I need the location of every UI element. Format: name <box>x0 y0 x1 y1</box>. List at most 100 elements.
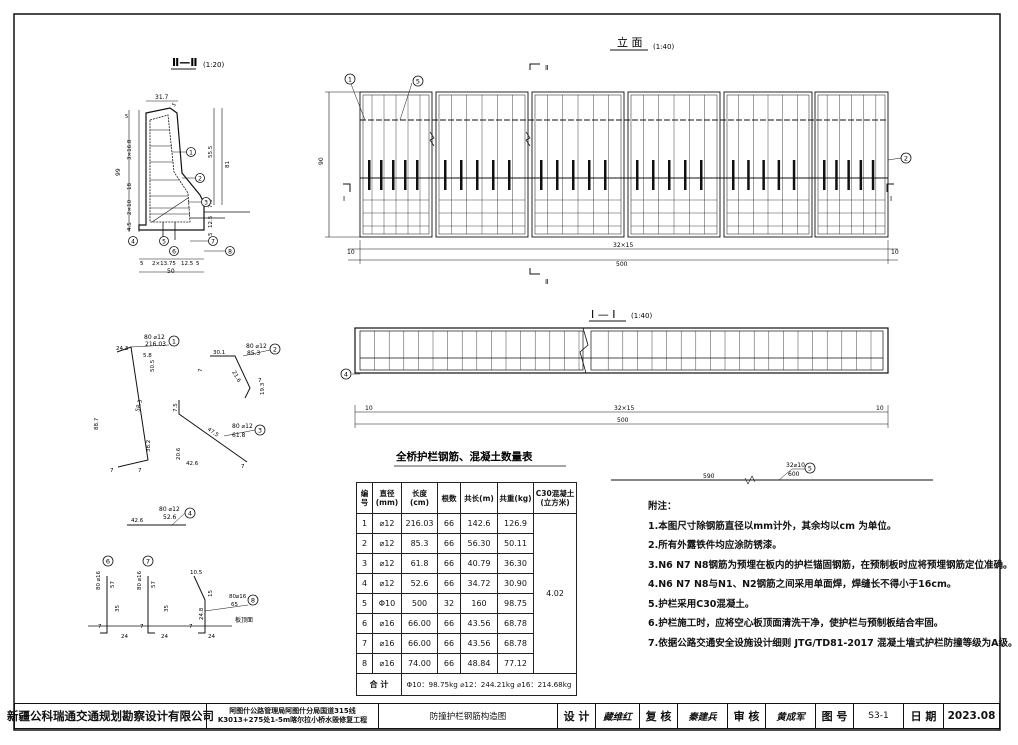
review-signature: 秦建兵 <box>678 704 728 728</box>
barrier-section-outline <box>138 107 205 231</box>
callout-8: 8 <box>204 246 235 256</box>
svg-text:7: 7 <box>110 468 114 474</box>
svg-text:24.8: 24.8 <box>199 607 205 620</box>
section-2-view: Ⅱ—Ⅱ (1:20) 99 3×16.8 18 2×10 4.5 55.5 81… <box>115 56 250 275</box>
svg-text:7: 7 <box>189 624 193 630</box>
concrete-volume: 4.02 <box>533 513 577 674</box>
callout-5: 5 <box>159 236 169 246</box>
number-label: 图 号 <box>816 704 854 728</box>
svg-text:216.03: 216.03 <box>145 341 166 348</box>
bar-details: 1 80 ⌀12 216.03 24.3 5.8 50.5 58.3 88.7 … <box>88 334 933 640</box>
svg-text:32⌀10: 32⌀10 <box>786 462 805 469</box>
table-header-row: 编号 直径(mm) 长度(cm) 根数 共长(m) 共重(kg) C30混凝土(… <box>356 482 577 514</box>
title-block: 新疆公科瑞通交通规划勘察设计有限公司 阿图什公路管理局阿图什分局国道315线 K… <box>7 703 1000 729</box>
svg-text:32×15: 32×15 <box>613 242 633 249</box>
svg-text:42.6: 42.6 <box>131 518 144 524</box>
svg-text:3: 3 <box>204 200 208 207</box>
note-item: 1.本图尺寸除钢筋直径以mm计外，其余均以cm 为单位。 <box>648 520 897 532</box>
svg-text:18: 18 <box>127 183 133 190</box>
note-item: 6.护栏施工时，应将空心板顶面清洗干净，使护栏与预制板结合牢固。 <box>648 618 944 629</box>
elevation-panel <box>627 91 721 238</box>
callout-4: 4 <box>128 236 138 246</box>
svg-text:板顶面: 板顶面 <box>235 616 253 624</box>
bar-n1-callout <box>168 335 180 347</box>
svg-text:2: 2 <box>273 346 277 354</box>
svg-text:5: 5 <box>171 102 177 108</box>
note-item: 7.依据公路交通安全设施设计细则 JTG/TD81-2017 混凝土墙式护栏防撞… <box>648 637 1018 649</box>
callout-1: 1 <box>172 147 196 157</box>
svg-text:50.5: 50.5 <box>150 359 156 372</box>
svg-text:24: 24 <box>161 634 168 640</box>
svg-text:3: 3 <box>258 427 262 435</box>
svg-text:1: 1 <box>172 338 176 346</box>
s1-callout-4: 4 <box>340 368 360 380</box>
svg-text:15: 15 <box>208 590 214 597</box>
svg-text:90: 90 <box>318 157 325 165</box>
svg-text:10: 10 <box>876 405 884 412</box>
svg-text:5: 5 <box>416 78 420 86</box>
svg-text:5: 5 <box>196 261 200 267</box>
svg-text:Ⅰ: Ⅰ <box>343 195 345 203</box>
svg-text:80 ⌀12: 80 ⌀12 <box>159 506 180 513</box>
svg-text:2×10: 2×10 <box>127 199 133 215</box>
elevation-panel <box>531 91 625 238</box>
svg-text:8: 8 <box>251 597 255 605</box>
svg-text:55.5: 55.5 <box>208 145 214 158</box>
svg-text:58.3: 58.3 <box>135 399 144 413</box>
svg-text:24.3: 24.3 <box>116 346 129 352</box>
svg-text:1: 1 <box>348 76 352 84</box>
svg-text:500: 500 <box>616 261 628 268</box>
svg-text:80 ⌀12: 80 ⌀12 <box>232 423 253 430</box>
svg-text:500: 500 <box>617 417 629 424</box>
svg-text:7.5: 7.5 <box>173 403 179 412</box>
svg-text:4: 4 <box>131 239 135 246</box>
svg-text:85.3: 85.3 <box>247 350 261 357</box>
elev-callout-2: 2 <box>887 152 912 164</box>
svg-text:30.1: 30.1 <box>213 350 225 356</box>
svg-text:590: 590 <box>703 473 715 480</box>
note-item: 3.N6 N7 N8钢筋为预埋在板内的护栏锚固钢筋，在预制板时应将预埋钢筋定位准… <box>648 559 1013 571</box>
svg-text:35: 35 <box>115 605 121 612</box>
elevation-panel <box>359 91 433 238</box>
svg-text:24: 24 <box>208 634 215 640</box>
svg-text:2: 2 <box>198 176 202 183</box>
svg-text:42.6: 42.6 <box>186 461 199 467</box>
svg-text:7: 7 <box>211 239 215 246</box>
svg-text:Ⅱ: Ⅱ <box>545 64 548 72</box>
notes-title: 附注： <box>648 501 677 512</box>
drawing-name: 防撞护栏钢筋构造图 <box>379 704 558 728</box>
svg-text:5: 5 <box>208 232 214 236</box>
callout-6: 6 <box>169 246 179 256</box>
elevation-panel <box>814 91 889 238</box>
section1-title: Ⅰ — Ⅰ <box>591 308 615 321</box>
svg-text:7: 7 <box>241 464 245 470</box>
svg-text:4: 4 <box>188 510 192 518</box>
svg-text:80 ⌀16: 80 ⌀16 <box>96 570 102 590</box>
section2-scale: (1:20) <box>203 61 224 69</box>
svg-text:6: 6 <box>106 558 110 566</box>
svg-text:7: 7 <box>198 368 204 372</box>
svg-text:(1:40): (1:40) <box>631 312 652 320</box>
design-label: 设 计 <box>558 704 596 728</box>
svg-text:1: 1 <box>189 150 193 157</box>
svg-text:5: 5 <box>125 114 128 120</box>
section-1-view: Ⅰ — Ⅰ (1:40) 4 10 10 32×15 500 <box>340 308 889 428</box>
svg-text:47.5: 47.5 <box>206 427 220 439</box>
svg-text:2: 2 <box>904 155 908 163</box>
elevation-panel <box>435 91 529 238</box>
date-label: 日 期 <box>904 704 944 728</box>
svg-text:81: 81 <box>225 161 231 168</box>
svg-text:50: 50 <box>167 268 175 275</box>
note-item: 4.N6 N7 N8与N1、N2钢筋之间采用单面焊，焊缝长不得小于16cm。 <box>648 579 957 590</box>
svg-text:38.2: 38.2 <box>146 440 152 452</box>
elevation-title: 立 面 <box>617 35 643 49</box>
svg-text:4.5: 4.5 <box>127 222 133 231</box>
svg-text:5: 5 <box>808 465 812 473</box>
